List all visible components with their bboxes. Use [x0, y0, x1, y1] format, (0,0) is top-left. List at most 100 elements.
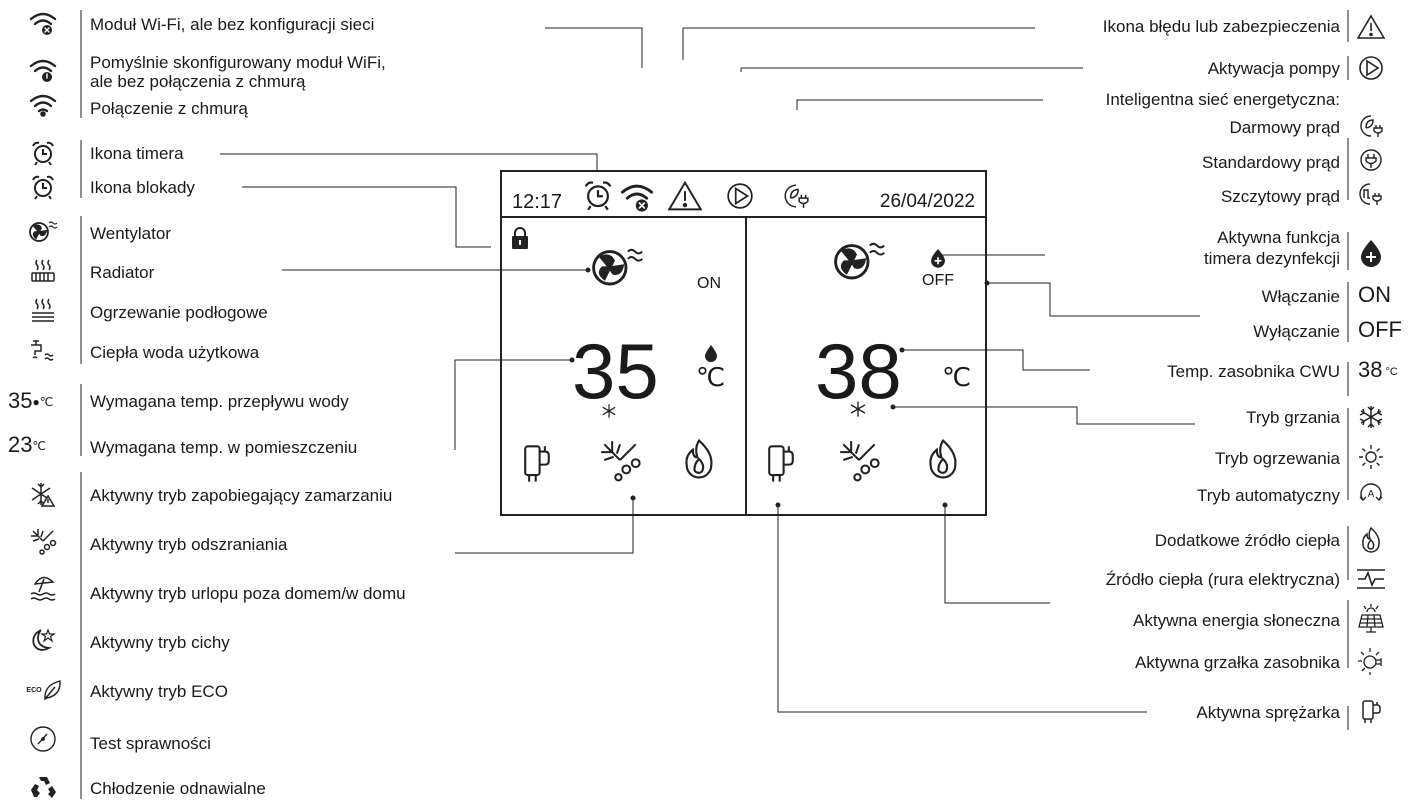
display-divider-h — [502, 216, 985, 218]
alarm-clock-icon — [28, 140, 58, 166]
radiator-icon — [28, 258, 58, 284]
display-lock-icon — [510, 226, 530, 255]
compressor-icon — [1356, 698, 1386, 724]
display-left-temp: 35 — [572, 327, 659, 415]
display-time: 12:17 — [512, 191, 563, 213]
holiday-icon — [28, 576, 58, 602]
display-pump-icon — [726, 182, 754, 215]
room-temp-value: 23 — [8, 432, 33, 457]
sun-icon — [1356, 444, 1386, 470]
controller-display: 12:17 26/04/2022 ON 35 ℃ — [500, 170, 987, 516]
display-left-status: ON — [697, 275, 721, 292]
left-label-12: Aktywny tryb zapobiegający zamarzaniu — [90, 486, 393, 505]
right-label-11: Tryb grzania — [1246, 408, 1340, 427]
wifi-x-icon — [28, 10, 58, 36]
display-left-defrost-icon — [598, 438, 642, 487]
left-label-13: Aktywny tryb odszraniania — [90, 535, 288, 554]
display-date: 26/04/2022 — [879, 191, 975, 212]
left-label-5: Ikona blokady — [90, 178, 195, 197]
display-right-fan-icon — [832, 238, 886, 287]
alarm-clock-icon — [28, 174, 58, 200]
right-label-9: Wyłączanie — [1253, 322, 1340, 341]
right-label-8: Włączanie — [1261, 287, 1340, 306]
standard-power-icon — [1356, 147, 1386, 173]
left-label-2: Pomyślnie skonfigurowany moduł WiFi, — [90, 53, 386, 72]
on-label: ON — [1358, 282, 1391, 307]
left-label-10: Wymagana temp. przepływu wody — [90, 392, 349, 411]
display-left-drop-icon — [704, 344, 718, 367]
right-label-2: Aktywacja pompy — [1207, 59, 1340, 78]
left-label-16: Aktywny tryb ECO — [90, 682, 228, 701]
left-label-11: Wymagana temp. w pomieszczeniu — [90, 438, 358, 457]
water-temp-value: 35 — [8, 388, 33, 413]
right-label-7b: timera dezynfekcji — [1203, 249, 1340, 268]
display-right-defrost-icon — [837, 438, 881, 487]
svg-text:A: A — [1368, 489, 1375, 500]
right-label-18: Aktywna sprężarka — [1196, 703, 1340, 722]
left-label-9: Ciepła woda użytkowa — [90, 343, 260, 362]
left-label-17: Test sprawności — [90, 734, 211, 753]
disinfection-timer-icon — [1356, 240, 1386, 267]
right-label-4: Darmowy prąd — [1229, 118, 1340, 137]
display-free-power-icon — [782, 182, 810, 215]
recycle-icon — [28, 774, 58, 800]
solar-panel-icon — [1356, 604, 1386, 633]
left-label-7: Radiator — [90, 263, 155, 282]
right-label-10: Temp. zasobnika CWU — [1167, 362, 1340, 381]
right-label-17: Aktywna grzałka zasobnika — [1134, 653, 1340, 672]
left-label-2b: ale bez połączenia z chmurą — [90, 72, 306, 91]
wifi-warning-icon — [28, 57, 58, 83]
right-label-6: Szczytowy prąd — [1220, 187, 1340, 206]
snowflake-icon — [1356, 404, 1386, 430]
display-left-compressor-icon — [520, 440, 554, 489]
left-label-8: Ogrzewanie podłogowe — [90, 303, 268, 322]
display-right-compressor-icon — [764, 440, 798, 489]
eco-icon: ECO — [26, 677, 62, 703]
display-left-flame-icon — [679, 436, 719, 487]
silent-mode-icon — [28, 627, 58, 653]
right-label-5: Standardowy prąd — [1202, 153, 1340, 172]
display-right-snow-icon — [849, 400, 867, 423]
room-temp-value-icon: 23℃ — [8, 432, 46, 457]
display-timer-icon — [582, 178, 614, 217]
right-label-12: Tryb ogrzewania — [1214, 449, 1340, 468]
hot-water-tap-icon — [28, 337, 58, 363]
display-right-flame-icon — [923, 436, 963, 487]
water-temp-value-icon: 35●℃ — [8, 388, 54, 413]
right-label-14: Dodatkowe źródło ciepła — [1154, 531, 1340, 550]
off-label: OFF — [1358, 317, 1402, 342]
display-right-disinfection-icon — [929, 248, 947, 273]
display-right-status: OFF — [922, 272, 954, 289]
floor-heating-icon — [28, 297, 58, 323]
dhw-temp-value: 38 — [1358, 357, 1383, 382]
flame-icon — [1356, 526, 1386, 553]
left-label-18: Chłodzenie odnawialne — [90, 779, 266, 798]
left-label-14: Aktywny tryb urlopu poza domem/w domu — [90, 584, 406, 603]
display-left-unit: ℃ — [696, 362, 726, 392]
right-label-15: Źródło ciepła (rura elektryczna) — [1105, 570, 1340, 589]
right-label-1: Ikona błędu lub zabezpieczenia — [1102, 17, 1340, 36]
display-wifi-x-icon — [620, 182, 654, 217]
tank-heater-icon — [1356, 648, 1386, 675]
right-label-7: Aktywna funkcja — [1217, 228, 1340, 247]
display-left-fan-icon — [590, 244, 644, 293]
wifi-icon — [28, 92, 58, 118]
gauge-icon — [28, 726, 58, 752]
free-power-icon — [1356, 113, 1386, 139]
warning-triangle-icon — [1356, 14, 1386, 40]
display-divider-v — [745, 216, 747, 516]
dhw-temp-value-icon: 38°C — [1358, 357, 1398, 382]
right-label-16: Aktywna energia słoneczna — [1133, 611, 1340, 630]
pump-icon — [1356, 55, 1386, 81]
fan-icon — [28, 218, 58, 244]
left-label-4: Ikona timera — [90, 144, 184, 163]
antifreeze-icon — [28, 481, 58, 507]
display-right-unit: ℃ — [942, 362, 972, 392]
left-label-15: Aktywny tryb cichy — [90, 633, 230, 652]
peak-power-icon — [1356, 181, 1386, 207]
display-left-snow-icon — [601, 403, 617, 424]
left-label-1: Moduł Wi-Fi, ale bez konfiguracji sieci — [90, 15, 375, 34]
display-right-temp: 38 — [815, 327, 902, 415]
right-label-13: Tryb automatyczny — [1197, 486, 1340, 505]
display-warning-icon — [667, 180, 703, 217]
